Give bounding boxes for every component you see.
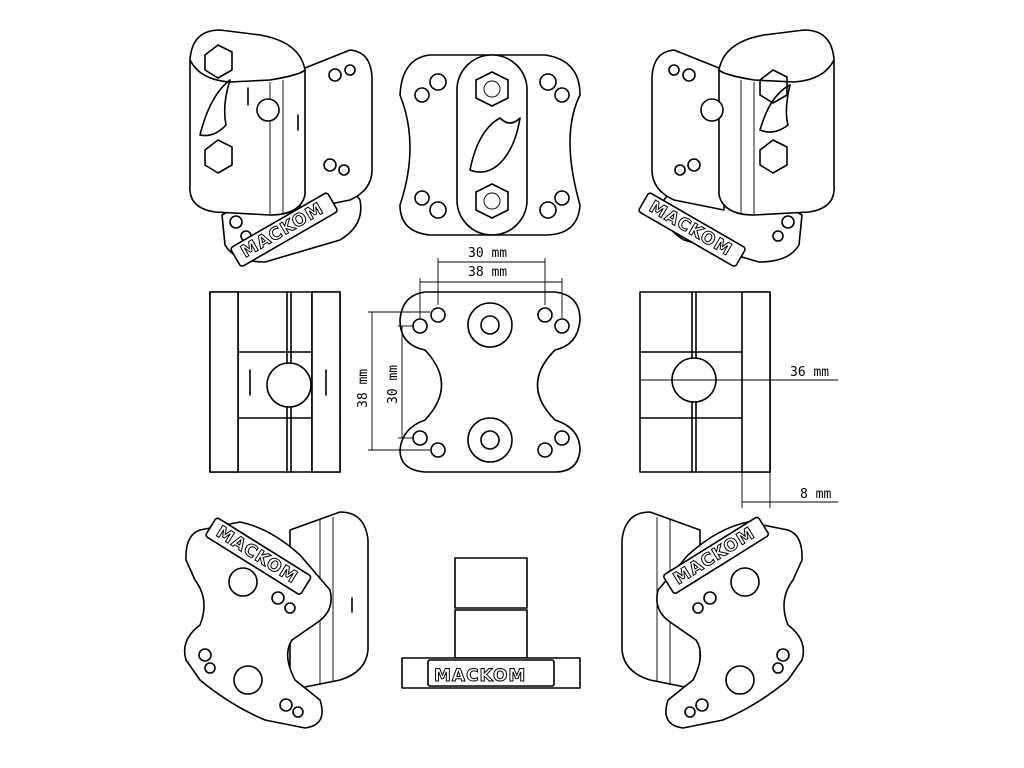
elevation-view-bottom-center: MACKOM — [401, 557, 581, 689]
plate-view-middle-center: 30 mm 38 mm 38 mm 30 mm — [356, 246, 581, 473]
dim-inner-hole-spacing: 38 mm — [468, 265, 507, 280]
front-view-top-center — [399, 54, 581, 236]
dim-outer-hole-spacing: 30 mm — [468, 246, 507, 261]
side-view-middle-right: 36 mm 8 mm — [639, 291, 838, 508]
isometric-view-top-left: MACKOM — [189, 29, 373, 267]
dim-flange-thickness: 8 mm — [800, 487, 831, 502]
side-view-middle-left — [209, 291, 341, 473]
dim-vertical-inner: 30 mm — [386, 365, 401, 404]
isometric-view-bottom-right: MACKOM — [621, 511, 805, 729]
brand-label: MACKOM — [434, 666, 526, 686]
dim-vertical-outer: 38 mm — [356, 369, 371, 408]
dim-bore-width: 36 mm — [790, 365, 829, 380]
isometric-view-top-right: MACKOM — [638, 29, 835, 267]
isometric-view-bottom-left: MACKOM — [183, 511, 369, 729]
